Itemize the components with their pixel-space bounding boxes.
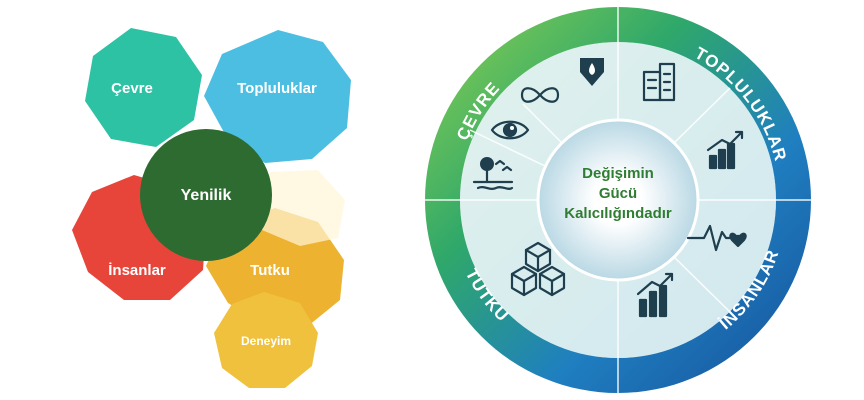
tutku-label: Tutku (250, 262, 290, 279)
cevre-octagon (85, 28, 202, 147)
cevre-label: Çevre (111, 80, 153, 97)
infinity-icon (520, 87, 560, 103)
wheel-icons (472, 58, 747, 318)
blocks-icon (510, 241, 566, 297)
center-line-3: Kalıcılığındadır (564, 205, 672, 222)
deneyim-label: Deneyim (241, 334, 291, 348)
yenilik-circle (140, 129, 272, 261)
nature-icon (472, 157, 514, 190)
eye-globe-icon (490, 120, 530, 140)
wheel: Değişimin Gücü Kalıcılığındadır ÇEVRE TO… (425, 7, 811, 393)
center-line-1: Değişimin (582, 165, 654, 182)
water-drop-icon (580, 58, 604, 86)
center-line-2: Gücü (599, 185, 637, 202)
wheel-center (536, 118, 700, 282)
insanlar-label: İnsanlar (108, 262, 166, 279)
growth-chart-icon (706, 130, 744, 170)
heartbeat-icon (686, 224, 747, 252)
left-diagram: Çevre Topluluklar Yenilik İnsanlar Tutku… (72, 28, 351, 388)
deneyim-octagon (214, 292, 318, 388)
wheel-dividers (425, 7, 811, 393)
yenilik-label: Yenilik (181, 187, 232, 204)
topluluklar-octagon (204, 30, 351, 163)
light-facet (262, 170, 345, 246)
topluluklar-label: Topluluklar (237, 80, 317, 97)
buildings-icon (642, 62, 676, 102)
bar-growth-icon (636, 272, 674, 318)
